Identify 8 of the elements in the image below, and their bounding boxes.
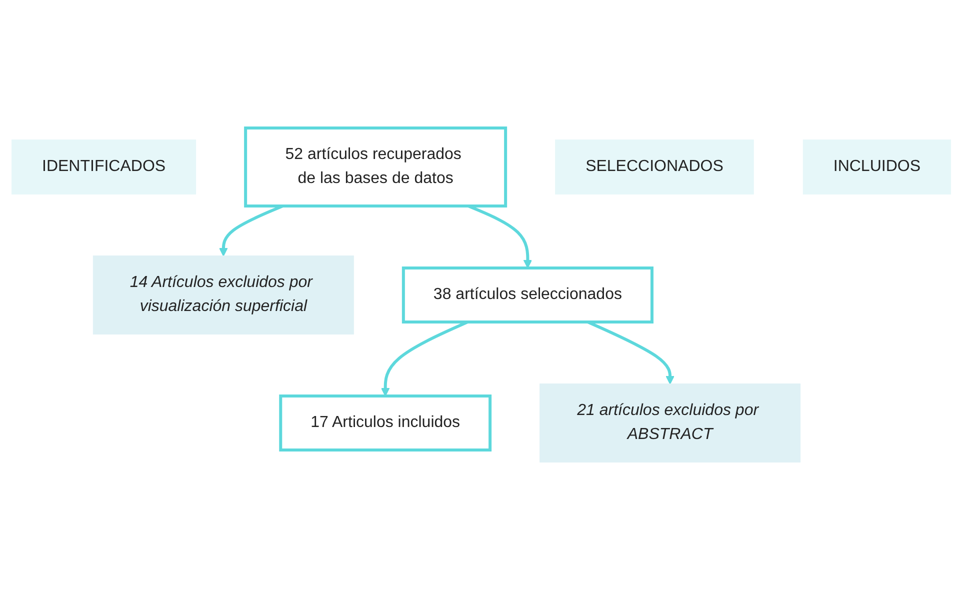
node-box: 52 artículos recuperados de las bases de datos <box>244 126 508 208</box>
node-box: SELECCIONADOS <box>555 140 754 194</box>
node-box: 17 Articulos incluidos <box>279 394 492 452</box>
node-box: 38 artículos seleccionados <box>402 266 654 324</box>
node-box: 14 Artículos excluidos por visualización superficial <box>93 256 354 334</box>
node-box: 21 artículos excluidos por ABSTRACT <box>540 384 801 462</box>
node-box: IDENTIFICADOS <box>12 140 196 194</box>
node-box: INCLUIDOS <box>803 140 952 194</box>
